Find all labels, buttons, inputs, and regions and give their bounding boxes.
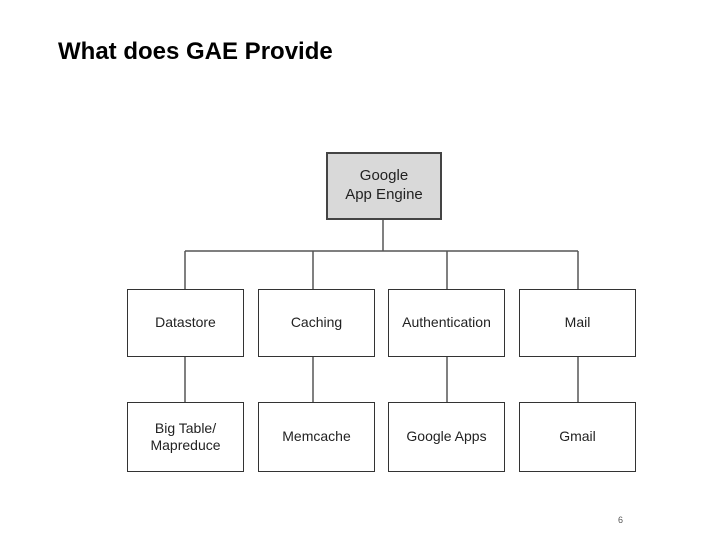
page-number: 6 xyxy=(618,515,624,525)
caching-box: Caching xyxy=(258,289,375,357)
root-label-line1: Google xyxy=(359,167,409,185)
google-apps-box: Google Apps xyxy=(388,402,505,472)
bigtable-mapreduce-box: Big Table/ Mapreduce xyxy=(127,402,244,472)
google-apps-label: Google Apps xyxy=(406,428,487,445)
mail-box: Mail xyxy=(519,289,636,357)
authentication-box: Authentication xyxy=(388,289,505,357)
authentication-label: Authentication xyxy=(402,314,491,331)
google-app-engine-box: Google App Engine xyxy=(326,152,442,220)
mail-label: Mail xyxy=(564,314,591,331)
memcache-box: Memcache xyxy=(258,402,375,472)
mapreduce-label: Mapreduce xyxy=(150,437,221,453)
datastore-label: Datastore xyxy=(155,314,216,331)
memcache-label: Memcache xyxy=(282,428,351,445)
caching-label: Caching xyxy=(290,314,343,331)
datastore-box: Datastore xyxy=(127,289,244,357)
bigtable-label: Big Table/ xyxy=(154,419,217,436)
gmail-box: Gmail xyxy=(519,402,636,472)
gmail-label: Gmail xyxy=(559,428,596,445)
slide-title: What does GAE Provide xyxy=(58,38,333,65)
root-label-line2: App Engine xyxy=(345,186,423,203)
